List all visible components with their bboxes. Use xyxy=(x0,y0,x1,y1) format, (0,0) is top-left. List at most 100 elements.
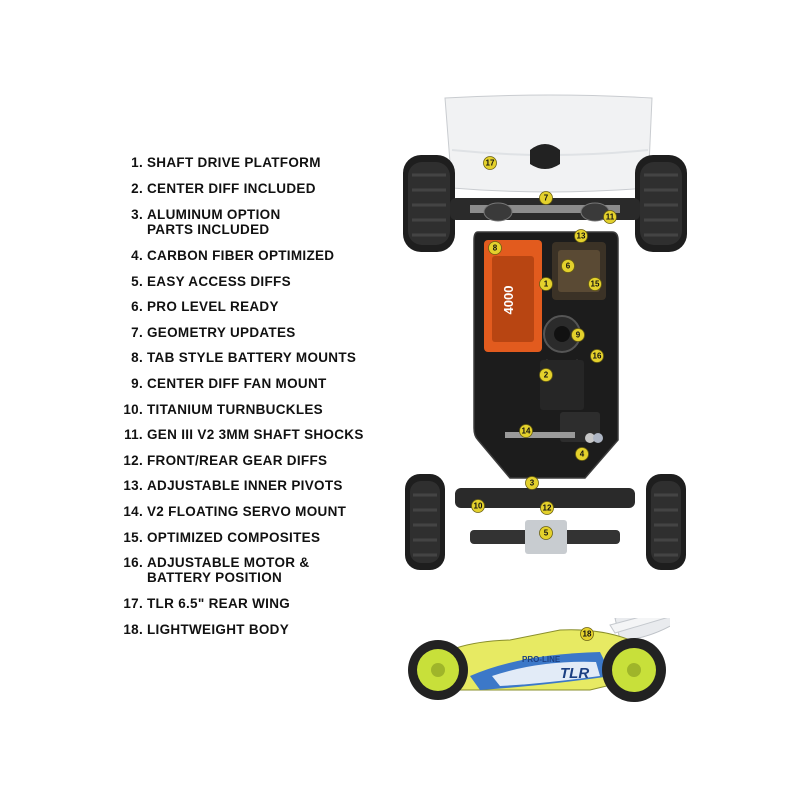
feature-number: 12. xyxy=(123,453,143,468)
feature-number: 14. xyxy=(123,504,143,519)
feature-item: 13. ADJUSTABLE INNER PIVOTS xyxy=(113,478,383,493)
feature-text: FRONT/REAR GEAR DIFFS xyxy=(147,453,328,468)
front-right-tire xyxy=(646,474,686,570)
feature-item: 7. GEOMETRY UPDATES xyxy=(113,325,383,340)
svg-text:16: 16 xyxy=(593,352,602,361)
rear-right-tire xyxy=(635,155,687,252)
feature-text: SHAFT DRIVE PLATFORM xyxy=(147,155,321,170)
feature-item: 6. PRO LEVEL READY xyxy=(113,299,383,314)
callout-badge: 5 xyxy=(539,526,553,540)
side-front-wheel xyxy=(408,640,468,700)
feature-number: 8. xyxy=(131,350,143,365)
feature-text: TITANIUM TURNBUCKLES xyxy=(147,402,323,417)
svg-text:7: 7 xyxy=(544,194,549,203)
feature-text: EASY ACCESS DIFFS xyxy=(147,274,291,289)
callout-badge: 15 xyxy=(588,277,602,291)
callout-badge: 8 xyxy=(488,241,502,255)
svg-text:15: 15 xyxy=(591,280,600,289)
callout-badge: 4 xyxy=(575,447,589,461)
feature-text: TLR 6.5" REAR WING xyxy=(147,596,291,611)
callout-badge: 14 xyxy=(519,424,533,438)
callout-badge: 1 xyxy=(539,277,553,291)
svg-text:10: 10 xyxy=(474,502,483,511)
callout-badge: 9 xyxy=(571,328,585,342)
body-decal-proline: PRO-LINE xyxy=(522,655,561,664)
feature-number: 2. xyxy=(131,181,143,196)
feature-text-line2: BATTERY POSITION xyxy=(147,570,283,585)
rear-wing xyxy=(444,94,653,193)
svg-text:2: 2 xyxy=(544,371,549,380)
svg-text:5: 5 xyxy=(544,529,549,538)
feature-number: 5. xyxy=(131,274,143,289)
svg-text:8: 8 xyxy=(493,244,498,253)
feature-number: 18. xyxy=(123,622,143,637)
callout-badge: 3 xyxy=(525,476,539,490)
svg-text:14: 14 xyxy=(522,427,531,436)
feature-number: 17. xyxy=(123,596,143,611)
feature-text: CARBON FIBER OPTIMIZED xyxy=(147,248,335,263)
feature-text: LIGHTWEIGHT BODY xyxy=(147,622,290,637)
body-decal-tlr: TLR xyxy=(560,665,589,682)
feature-number: 4. xyxy=(131,248,143,263)
chassis-top-view: 4000 1 2 3 4 5 6 7 8 9 10 11 12 13 14 15… xyxy=(403,94,687,570)
feature-number: 10. xyxy=(123,402,143,417)
feature-number: 15. xyxy=(123,530,143,545)
feature-item: 2. CENTER DIFF INCLUDED xyxy=(113,181,383,196)
svg-text:11: 11 xyxy=(606,213,615,222)
feature-item: 1. SHAFT DRIVE PLATFORM xyxy=(113,155,383,170)
feature-number: 9. xyxy=(131,376,143,391)
svg-text:12: 12 xyxy=(543,504,552,513)
feature-number: 16. xyxy=(123,555,143,570)
feature-number: 13. xyxy=(123,478,143,493)
svg-text:18: 18 xyxy=(583,630,592,639)
callout-badge: 12 xyxy=(540,501,554,515)
feature-number: 7. xyxy=(131,325,143,340)
feature-number: 3. xyxy=(131,207,143,222)
feature-item: 11. GEN III V2 3MM SHAFT SHOCKS xyxy=(113,427,383,442)
feature-item: 16. ADJUSTABLE MOTOR &BATTERY POSITION xyxy=(113,555,383,585)
feature-text: ADJUSTABLE INNER PIVOTS xyxy=(147,478,343,493)
feature-text: CENTER DIFF INCLUDED xyxy=(147,181,316,196)
callout-badge: 13 xyxy=(574,229,588,243)
callout-badge: 10 xyxy=(471,499,485,513)
feature-text: GEOMETRY UPDATES xyxy=(147,325,296,340)
feature-item: 14. V2 FLOATING SERVO MOUNT xyxy=(113,504,383,519)
svg-text:6: 6 xyxy=(566,262,571,271)
feature-item: 4. CARBON FIBER OPTIMIZED xyxy=(113,248,383,263)
callout-badge: 18 xyxy=(580,627,594,641)
feature-item: 5. EASY ACCESS DIFFS xyxy=(113,274,383,289)
feature-number: 1. xyxy=(131,155,143,170)
svg-text:1: 1 xyxy=(544,280,549,289)
svg-text:17: 17 xyxy=(486,159,495,168)
feature-text-line2: PARTS INCLUDED xyxy=(147,222,270,237)
feature-item: 12. FRONT/REAR GEAR DIFFS xyxy=(113,453,383,468)
feature-text: V2 FLOATING SERVO MOUNT xyxy=(147,504,347,519)
feature-number: 11. xyxy=(124,427,143,442)
battery-label: 4000 xyxy=(501,286,516,315)
side-rear-wheel xyxy=(602,638,666,702)
front-left-tire xyxy=(405,474,445,570)
callout-badge: 16 xyxy=(590,349,604,363)
feature-text: GEN III V2 3MM SHAFT SHOCKS xyxy=(147,427,364,442)
feature-text: OPTIMIZED COMPOSITES xyxy=(147,530,321,545)
feature-item: 9.CENTER DIFF FAN MOUNT xyxy=(113,376,383,391)
feature-item: 15. OPTIMIZED COMPOSITES xyxy=(113,530,383,545)
feature-text: ALUMINUM OPTION xyxy=(147,207,281,222)
feature-text: ADJUSTABLE MOTOR & xyxy=(147,555,310,570)
callout-badge: 7 xyxy=(539,191,553,205)
feature-text: TAB STYLE BATTERY MOUNTS xyxy=(147,350,357,365)
feature-item: 10. TITANIUM TURNBUCKLES xyxy=(113,402,383,417)
callout-badge: 11 xyxy=(603,210,617,224)
feature-item: 8. TAB STYLE BATTERY MOUNTS xyxy=(113,350,383,365)
feature-item: 17. TLR 6.5" REAR WING xyxy=(113,596,383,611)
svg-text:4: 4 xyxy=(580,450,585,459)
svg-text:9: 9 xyxy=(576,331,581,340)
feature-text: PRO LEVEL READY xyxy=(147,299,279,314)
callout-badge: 17 xyxy=(483,156,497,170)
svg-text:3: 3 xyxy=(530,479,535,488)
feature-number: 6. xyxy=(131,299,143,314)
feature-item: 18. LIGHTWEIGHT BODY xyxy=(113,622,383,637)
battery: 4000 xyxy=(484,240,542,352)
svg-text:13: 13 xyxy=(577,232,586,241)
